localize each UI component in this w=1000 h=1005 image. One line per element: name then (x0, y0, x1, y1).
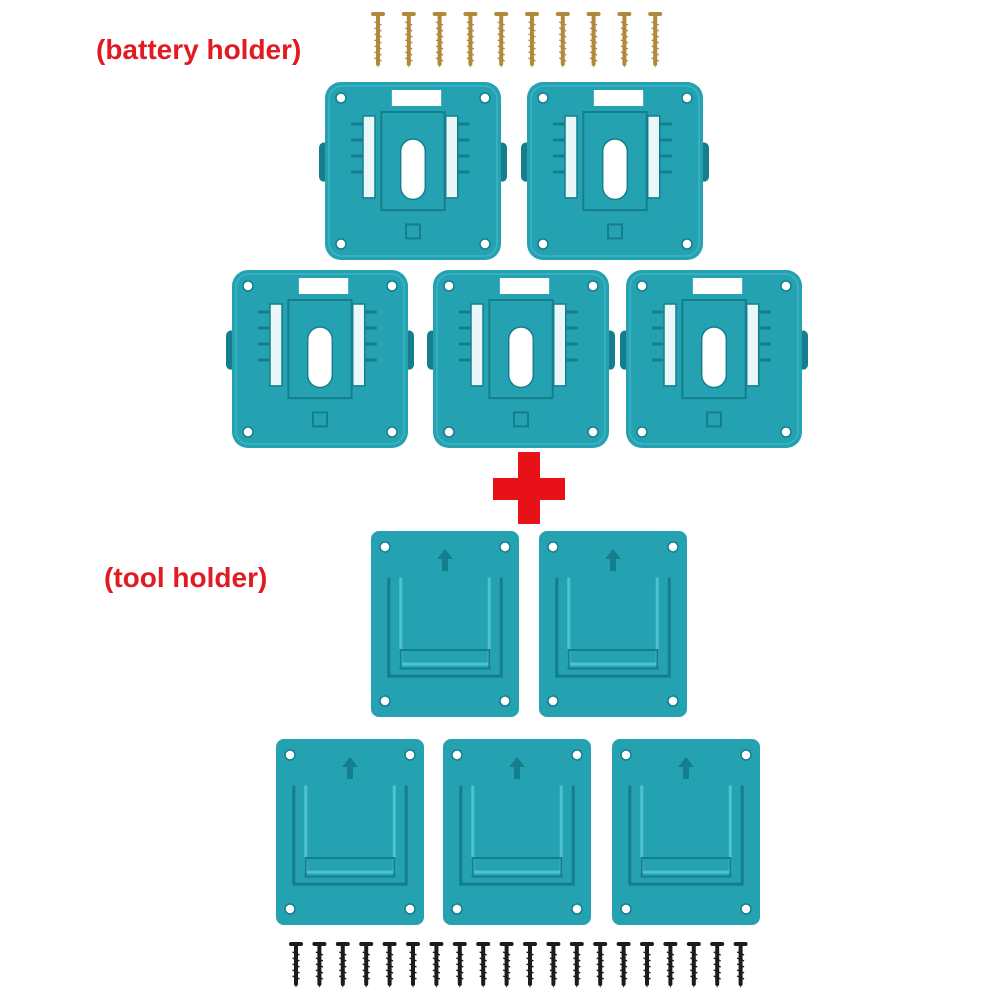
gold-screw-row (371, 12, 663, 68)
gold-screw (494, 12, 509, 68)
plus-icon (493, 452, 565, 524)
black-screw (616, 942, 631, 988)
black-screw (710, 942, 725, 988)
black-screw (569, 942, 584, 988)
black-screw-row (289, 942, 748, 988)
black-screw (523, 942, 537, 988)
black-screw (546, 942, 561, 988)
black-screw (429, 942, 444, 988)
battery-holder (427, 270, 615, 448)
gold-screw (617, 12, 632, 68)
tool-holder-group (276, 531, 760, 925)
arrow-up-icon (342, 757, 358, 779)
battery-holder (521, 82, 709, 260)
gold-screw (525, 12, 539, 68)
black-screw (312, 942, 327, 988)
gold-screw (463, 12, 478, 68)
tool-holder (371, 531, 519, 717)
black-screw (733, 942, 748, 988)
gold-screw (432, 12, 447, 68)
black-screw (335, 942, 350, 988)
gold-screw (371, 12, 385, 68)
tool-holder (276, 739, 424, 925)
battery-holder (226, 270, 414, 448)
black-screw (499, 942, 514, 988)
tool-holder (443, 739, 591, 925)
gold-screw (648, 12, 663, 68)
black-screw (640, 942, 654, 988)
battery-holder-label: (battery holder) (96, 34, 302, 65)
gold-screw (555, 12, 570, 68)
black-screw (452, 942, 467, 988)
tool-holder-label: (tool holder) (104, 562, 268, 593)
black-screw (476, 942, 491, 988)
arrow-up-icon (509, 757, 525, 779)
black-screw (382, 942, 397, 988)
battery-holder (620, 270, 808, 448)
black-screw (359, 942, 374, 988)
black-screw (663, 942, 678, 988)
arrow-up-icon (678, 757, 694, 779)
arrow-up-icon (605, 549, 621, 571)
gold-screw (401, 12, 416, 68)
black-screw (686, 942, 701, 988)
black-screw (289, 942, 303, 988)
tool-holder (612, 739, 760, 925)
black-screw (593, 942, 608, 988)
battery-holder (319, 82, 507, 260)
gold-screw (586, 12, 601, 68)
arrow-up-icon (437, 549, 453, 571)
black-screw (406, 942, 420, 988)
battery-holder-group (226, 82, 808, 448)
tool-holder (539, 531, 687, 717)
